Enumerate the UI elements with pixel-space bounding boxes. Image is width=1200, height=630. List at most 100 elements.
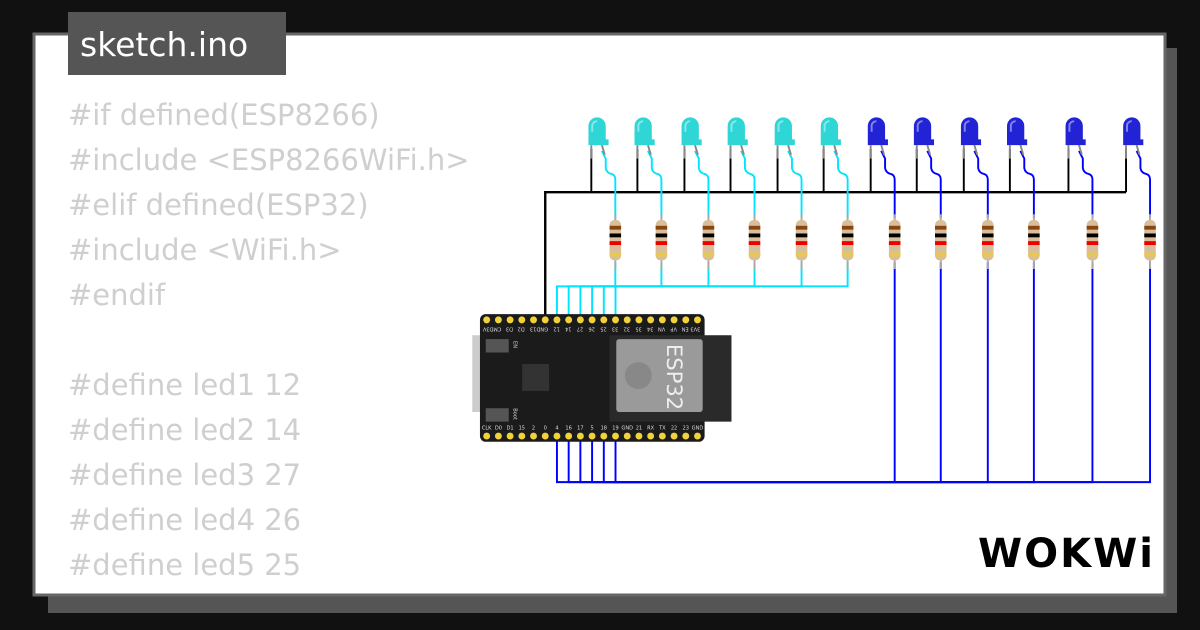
- pin-top-33[interactable]: [612, 316, 619, 324]
- led-2: [634, 117, 655, 159]
- pin-top-3V[interactable]: [483, 316, 491, 324]
- code-line: #define led2 14: [68, 413, 301, 447]
- led-8: [913, 117, 935, 159]
- resistor-7: [888, 214, 901, 270]
- module-shield: [616, 339, 703, 413]
- code-line: #elif defined(ESP32): [68, 188, 369, 222]
- anode-wire: [787, 150, 803, 219]
- pin-label: CMD: [489, 326, 501, 332]
- pin-bottom-D1[interactable]: [506, 432, 514, 440]
- pin-bottom-D0[interactable]: [494, 432, 502, 440]
- pin-label: TX: [658, 425, 666, 431]
- pin-bottom-16[interactable]: [565, 432, 573, 440]
- pin-top-14[interactable]: [565, 316, 573, 324]
- pin-top-EN[interactable]: [682, 316, 690, 324]
- pin-bottom-23[interactable]: [682, 432, 690, 440]
- pin-label: 14: [565, 326, 571, 332]
- anode-wire: [647, 150, 663, 219]
- pin-label: 4: [555, 425, 558, 431]
- pin-top-27[interactable]: [576, 316, 584, 324]
- pin-top-CMD[interactable]: [494, 316, 502, 324]
- pin-top-26[interactable]: [588, 316, 596, 324]
- pin-label: 23: [683, 425, 689, 431]
- pin-top-12[interactable]: [553, 316, 561, 324]
- pin-bottom-19[interactable]: [612, 432, 619, 440]
- pin-top-35[interactable]: [635, 316, 643, 324]
- anode-wire: [926, 150, 942, 219]
- led-9: [960, 117, 982, 159]
- pin-bottom-17[interactable]: [576, 432, 584, 440]
- pin-bottom-18[interactable]: [600, 432, 608, 440]
- pin-label: 25: [600, 326, 606, 332]
- pin-label: 34: [647, 326, 653, 332]
- pin-label: GND: [536, 326, 548, 332]
- anode-wire: [1019, 150, 1035, 219]
- anode-wire: [694, 150, 710, 219]
- en-button[interactable]: [485, 339, 509, 353]
- pin-top-D2[interactable]: [518, 316, 526, 324]
- code-line: #if defined(ESP8266): [68, 98, 380, 132]
- pin-label: 12: [553, 326, 559, 332]
- anode-wire: [740, 150, 756, 219]
- pin-bottom-GND[interactable]: [623, 432, 631, 440]
- pin-bottom-CLK[interactable]: [483, 432, 491, 440]
- title-tab: [68, 12, 286, 75]
- pin-bottom-0[interactable]: [541, 432, 549, 440]
- pin-bottom-21[interactable]: [635, 432, 643, 440]
- pin-top-D3[interactable]: [506, 316, 514, 324]
- pin-label: 15: [519, 425, 525, 431]
- pin-bottom-TX[interactable]: [658, 432, 666, 440]
- pin-bottom-RX[interactable]: [647, 432, 655, 440]
- pin-bottom-22[interactable]: [670, 432, 678, 440]
- pin-label: D0: [495, 425, 502, 431]
- anode-wire: [973, 150, 989, 219]
- pin-label: 2: [532, 425, 535, 431]
- pin-top-3V3[interactable]: [694, 316, 701, 324]
- wires: [544, 149, 1152, 484]
- pin-label: 17: [577, 425, 583, 431]
- pin-label: 13: [530, 326, 536, 332]
- sketch-title: sketch.ino: [80, 25, 248, 64]
- pin-top-34[interactable]: [647, 316, 655, 324]
- pin-label: D3: [506, 326, 513, 332]
- resistor-11: [1086, 214, 1099, 270]
- pin-label: 3V: [482, 326, 489, 332]
- resistor-5: [795, 214, 808, 270]
- pin-label: D2: [518, 326, 525, 332]
- pin-label: GND: [621, 425, 633, 431]
- anode-wire: [1135, 150, 1152, 219]
- pin-top-GND[interactable]: [541, 316, 549, 324]
- pin-bottom-15[interactable]: [518, 432, 526, 440]
- module-label: ESP32: [662, 344, 687, 410]
- led-body: [588, 117, 609, 146]
- pin-label: 22: [671, 425, 677, 431]
- resistor-1: [609, 214, 622, 270]
- led-body: [913, 117, 935, 146]
- pin-label: 32: [624, 326, 630, 332]
- led-5: [774, 117, 795, 159]
- boot-button[interactable]: [485, 408, 509, 422]
- pin-bottom-2[interactable]: [530, 432, 537, 440]
- espressif-logo-icon: [624, 362, 652, 389]
- pin-top-32[interactable]: [623, 316, 631, 324]
- pin-top-VN[interactable]: [658, 316, 666, 324]
- resistor-2: [655, 214, 668, 270]
- signal-wire: [555, 262, 849, 319]
- pin-label: CLK: [482, 425, 492, 431]
- pin-label: 16: [565, 425, 571, 431]
- pin-label: 3V3: [690, 326, 700, 332]
- pin-label: 26: [588, 326, 594, 332]
- pin-top-VP[interactable]: [670, 316, 678, 324]
- pin-label: 35: [635, 326, 641, 332]
- pin-bottom-GND[interactable]: [694, 432, 701, 440]
- pin-bottom-5[interactable]: [588, 432, 596, 440]
- pin-bottom-4[interactable]: [553, 432, 561, 440]
- pin-top-25[interactable]: [600, 316, 608, 324]
- resistor-3: [702, 214, 715, 270]
- pin-top-13[interactable]: [530, 316, 537, 324]
- code-background: #if defined(ESP8266)#include <ESP8266WiF…: [68, 98, 470, 582]
- led-7: [867, 117, 888, 159]
- pin-label: 27: [577, 326, 583, 332]
- code-line: #define led1 12: [68, 368, 301, 402]
